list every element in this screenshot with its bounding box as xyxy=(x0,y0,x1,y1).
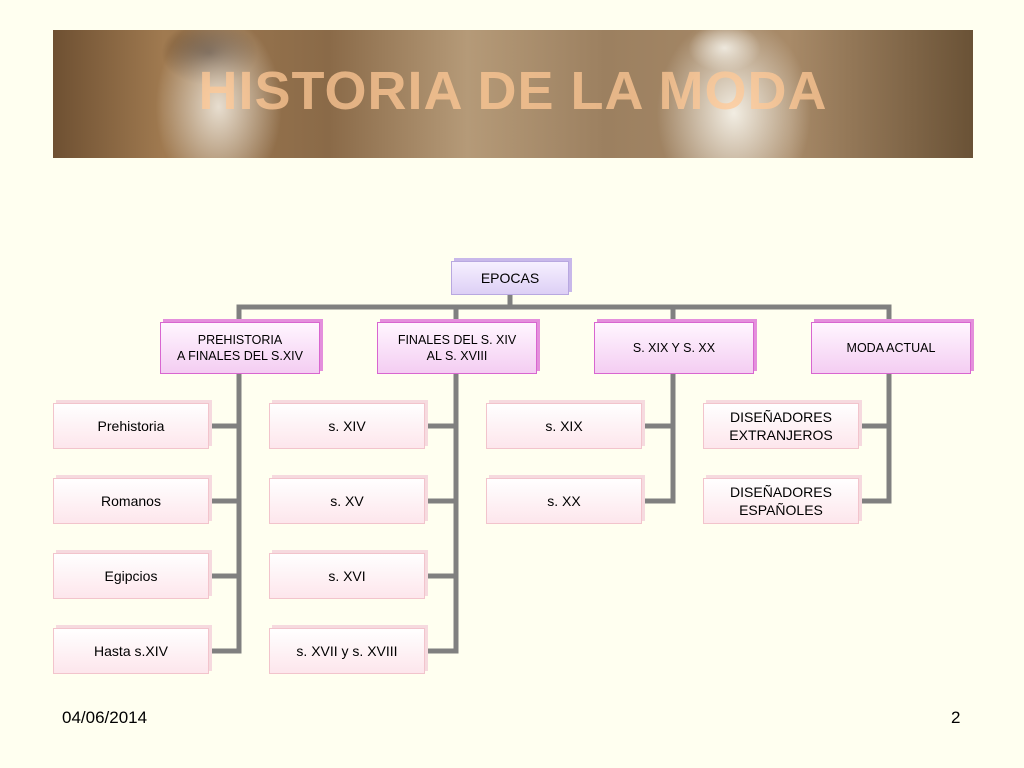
leaf-node-label: Hasta s.XIV xyxy=(94,643,168,659)
leaf-node-label: Romanos xyxy=(101,493,161,509)
leaf-node-label: s. XIX xyxy=(545,418,583,434)
leaf-node-4-1: DISEÑADORES EXTRANJEROS xyxy=(703,403,859,449)
leaf-node-2-3: s. XVI xyxy=(269,553,425,599)
title-banner: HISTORIA DE LA MODA xyxy=(53,30,973,158)
leaf-node-label: s. XIV xyxy=(328,418,366,434)
leaf-node-label: Prehistoria xyxy=(97,418,165,434)
leaf-node-label: DISEÑADORES EXTRANJEROS xyxy=(729,409,833,443)
category-node-label: S. XIX Y S. XX xyxy=(632,341,716,355)
leaf-node-3-1: s. XIX xyxy=(486,403,642,449)
footer-page-number: 2 xyxy=(951,708,961,727)
category-node-4: MODA ACTUAL xyxy=(811,322,971,374)
root-node: EPOCAS xyxy=(451,261,569,295)
root-node-label: EPOCAS xyxy=(480,270,540,286)
footer-date: 04/06/2014 xyxy=(62,708,148,727)
leaf-node-2-1: s. XIV xyxy=(269,403,425,449)
leaf-node-1-1: Prehistoria xyxy=(53,403,209,449)
leaf-node-2-2: s. XV xyxy=(269,478,425,524)
leaf-node-label: s. XVI xyxy=(328,568,366,584)
leaf-node-2-4: s. XVII y s. XVIII xyxy=(269,628,425,674)
category-node-label: MODA ACTUAL xyxy=(846,341,936,355)
leaf-node-4-2: DISEÑADORES ESPAÑOLES xyxy=(703,478,859,524)
leaf-node-label: s. XVII y s. XVIII xyxy=(296,643,398,659)
category-node-3: S. XIX Y S. XX xyxy=(594,322,754,374)
leaf-node-label: DISEÑADORES ESPAÑOLES xyxy=(730,484,832,518)
leaf-node-label: s. XV xyxy=(330,493,364,509)
leaf-node-1-4: Hasta s.XIV xyxy=(53,628,209,674)
slide-title: HISTORIA DE LA MODA xyxy=(198,61,828,121)
category-node-label: PREHISTORIA A FINALES DEL S.XIV xyxy=(177,333,303,363)
leaf-node-3-2: s. XX xyxy=(486,478,642,524)
category-node-2: FINALES DEL S. XIV AL S. XVIII xyxy=(377,322,537,374)
category-node-label: FINALES DEL S. XIV AL S. XVIII xyxy=(397,333,517,363)
leaf-node-label: Egipcios xyxy=(104,568,158,584)
leaf-node-1-2: Romanos xyxy=(53,478,209,524)
leaf-node-1-3: Egipcios xyxy=(53,553,209,599)
leaf-node-label: s. XX xyxy=(547,493,581,509)
category-node-1: PREHISTORIA A FINALES DEL S.XIV xyxy=(160,322,320,374)
